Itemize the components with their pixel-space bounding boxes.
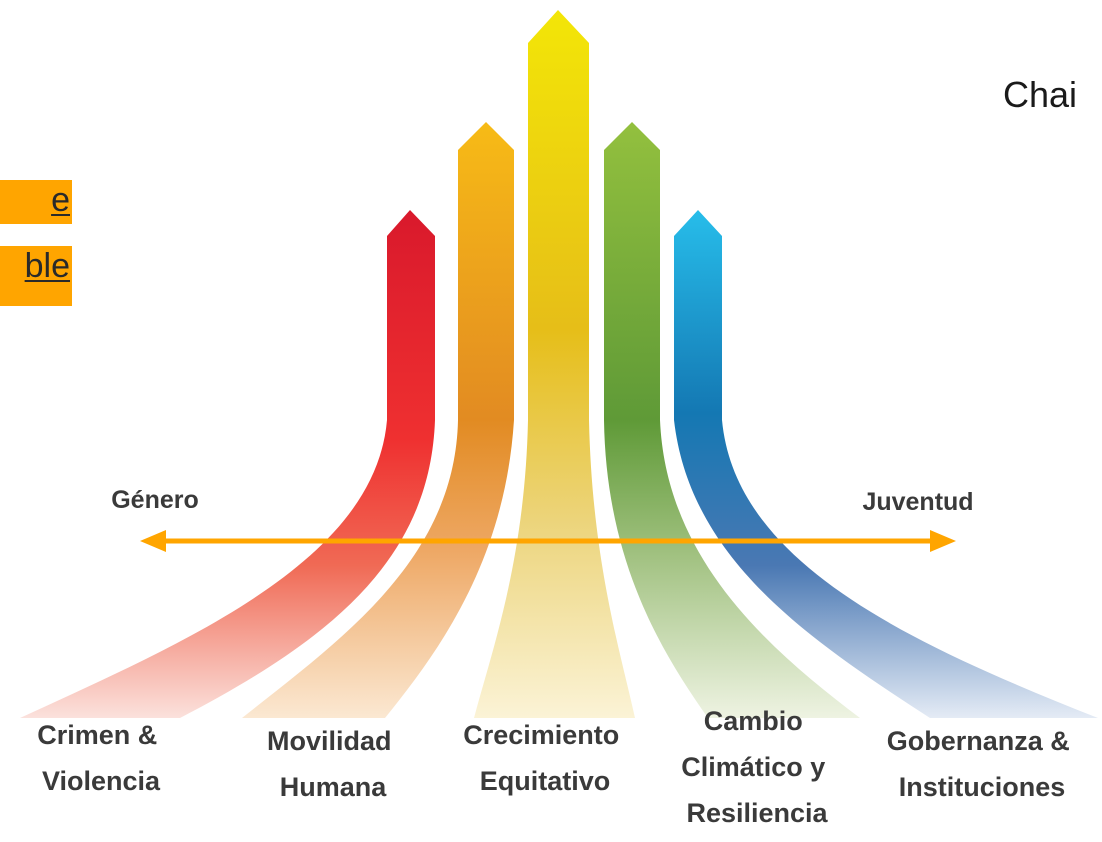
pillar-label-movilidad-humana: Movilidad Humana <box>267 726 399 802</box>
pillar-label-cambio-climatico: Cambio Climático y Resiliencia <box>681 706 833 828</box>
pillar-label-crimen-violencia: Crimen & Violencia <box>37 720 165 796</box>
highlighted-link-line-1[interactable]: e <box>0 180 72 224</box>
horizontal-double-arrow <box>140 530 956 552</box>
pillar-label-gobernanza-instituciones: Gobernanza & Instituciones <box>887 726 1078 802</box>
pillar-arrow-gobernanza-instituciones <box>674 210 1098 718</box>
axis-right-label: Juventud <box>862 488 973 516</box>
pillar-arrow-cambio-climatico <box>604 122 860 718</box>
pillar-label-crecimiento-equitativo: Crecimiento Equitativo <box>463 720 627 796</box>
top-right-heading: Chai <box>1003 74 1078 115</box>
highlighted-link-line-2[interactable]: ble <box>0 246 72 306</box>
axis-left-label: Género <box>111 486 199 514</box>
pillar-arrow-crimen-violencia <box>20 210 435 718</box>
pillar-arrow-movilidad-humana <box>242 122 514 718</box>
